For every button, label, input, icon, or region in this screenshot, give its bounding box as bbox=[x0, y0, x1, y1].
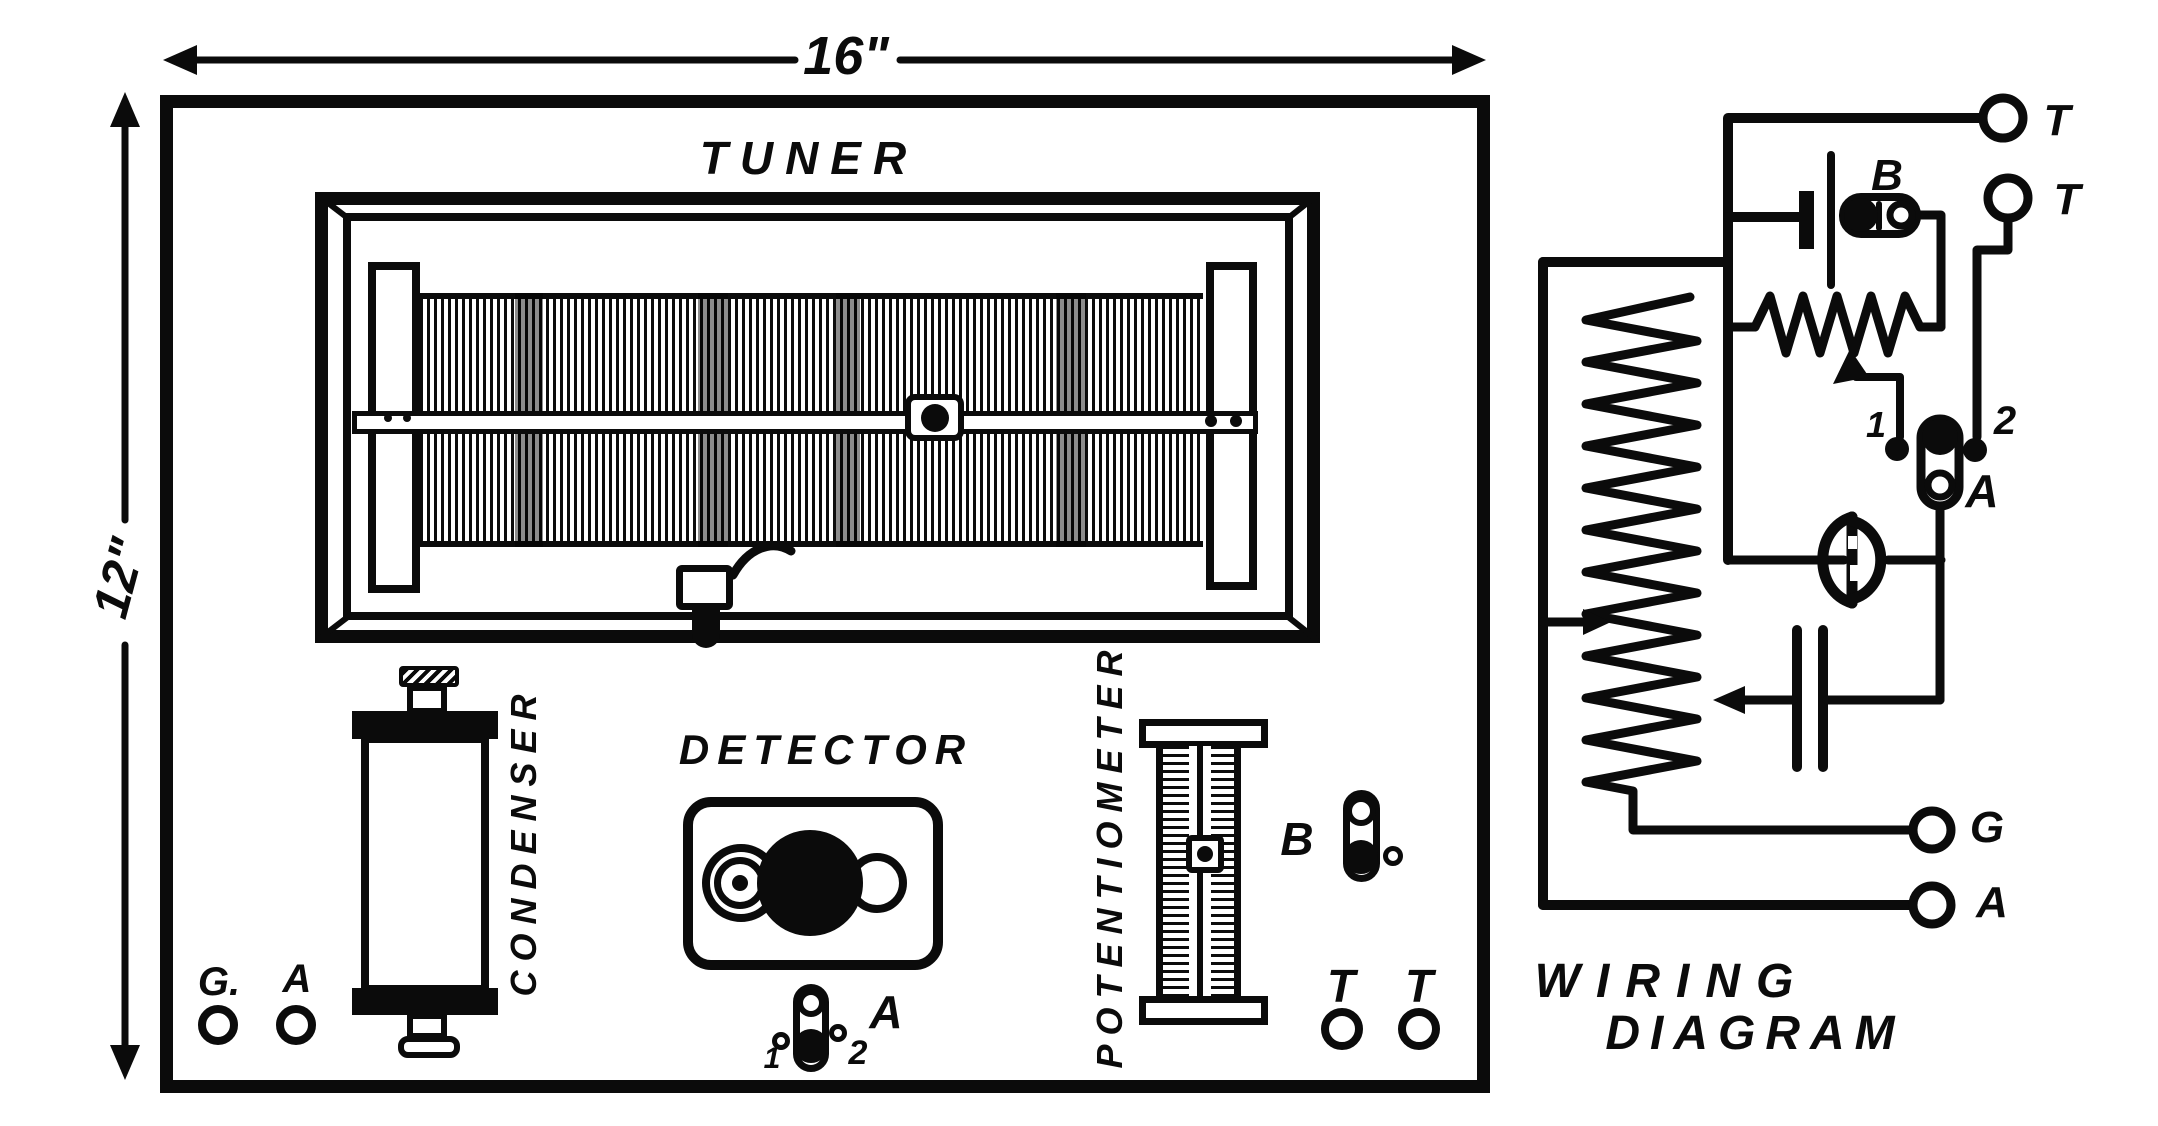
switch-b-label: B bbox=[1280, 813, 1314, 865]
potentiometer-label: POTENTIOMETER bbox=[1089, 641, 1130, 1069]
condenser-top-neck bbox=[407, 685, 447, 714]
terminal-phone-1-post bbox=[1321, 1008, 1363, 1050]
detector-adjuster-dot bbox=[732, 875, 748, 891]
terminal-antenna-label: A bbox=[282, 957, 312, 1001]
arrowhead bbox=[110, 1045, 140, 1080]
fuse-ring bbox=[1886, 200, 1916, 230]
slider-bar-rivet bbox=[384, 414, 392, 422]
fuse-ball bbox=[1844, 198, 1878, 232]
wd-terminal-t1-label: T bbox=[2043, 96, 2071, 145]
wd-terminal-t2-circle bbox=[1983, 173, 2033, 223]
wire-fuse-to-resistor bbox=[1912, 210, 1946, 332]
switch-ball bbox=[1922, 419, 1958, 455]
wire-t1-to-bus bbox=[1723, 113, 1988, 565]
detector-base-icon bbox=[683, 797, 943, 970]
slider-bar-rivet bbox=[403, 414, 411, 422]
wd-switch-label: A bbox=[1965, 465, 1999, 517]
detector-symbol-icon bbox=[1846, 515, 1887, 605]
switch-b-contact bbox=[1383, 846, 1403, 866]
contact-dot-2 bbox=[1963, 438, 1987, 462]
wd-title-line1: WIRING bbox=[1534, 955, 1810, 1008]
wd-terminal-t2-label: T bbox=[2053, 175, 2081, 224]
terminal-ground-post bbox=[198, 1005, 238, 1045]
terminal-phone-2-post bbox=[1398, 1008, 1440, 1050]
terminal-antenna-post bbox=[276, 1005, 316, 1045]
slider-bar-rivet bbox=[1205, 415, 1217, 427]
tuner-frame-inner bbox=[343, 213, 1293, 620]
fuse-pill-icon bbox=[1839, 193, 1921, 238]
tuner-connector-stem bbox=[692, 608, 720, 648]
tuner-frame-outer bbox=[315, 192, 1320, 643]
tuner-label: TUNER bbox=[699, 132, 919, 184]
switch-a-contact-1 bbox=[772, 1032, 790, 1050]
wd-terminal-a-circle bbox=[1908, 881, 1956, 929]
condenser-top-cap bbox=[352, 711, 498, 739]
wd-battery-label: B bbox=[1871, 151, 1903, 200]
wd-terminal-ground-label: G bbox=[1969, 803, 2005, 852]
switch-a-top-ring bbox=[797, 989, 825, 1017]
height-dimension-label: 12" bbox=[81, 532, 157, 624]
detector-symbol-notch bbox=[1848, 536, 1857, 549]
condenser-body-icon bbox=[361, 735, 489, 993]
switch-bottom-ring bbox=[1924, 469, 1956, 501]
wiper-arrowhead bbox=[1833, 349, 1869, 384]
arrowhead bbox=[163, 45, 197, 75]
switch-a-label: A bbox=[869, 986, 903, 1038]
potentiometer-knob-dot bbox=[1197, 846, 1213, 862]
condenser-bottom-cap bbox=[352, 988, 498, 1015]
switch-a-handle-ball bbox=[794, 1029, 828, 1063]
condenser-top-knob-icon bbox=[399, 666, 459, 687]
wd-switch-pos1-label: 1 bbox=[1865, 404, 1887, 445]
switch-a-contact-2 bbox=[829, 1024, 847, 1042]
capacitor-arrowhead bbox=[1713, 686, 1745, 714]
detector-label: DETECTOR bbox=[678, 726, 974, 773]
tuner-slider-bar bbox=[352, 411, 1258, 434]
condenser-label: CONDENSER bbox=[503, 685, 544, 997]
wd-terminal-g-circle bbox=[1908, 806, 1956, 854]
tuner-connector-block bbox=[676, 565, 733, 610]
potentiometer-top-cap bbox=[1139, 719, 1268, 748]
slider-bar-rivet bbox=[1230, 415, 1242, 427]
battery-short-plate bbox=[1799, 191, 1814, 249]
terminal-ground-label: G. bbox=[197, 960, 241, 1004]
switch-a-pos1-label: 1 bbox=[763, 1042, 781, 1075]
tuning-coil-zigzag-icon bbox=[1581, 292, 1918, 835]
detector-symbol-icon bbox=[1817, 511, 1858, 609]
tap-arrowhead bbox=[1583, 609, 1611, 635]
switch-b-handle-ball bbox=[1344, 840, 1378, 874]
detector-knob-ball bbox=[757, 830, 863, 936]
arrowhead bbox=[1452, 45, 1486, 75]
panel-outline bbox=[160, 95, 1490, 1093]
contact-dot-1 bbox=[1885, 437, 1909, 461]
terminal-phone-2-label: T bbox=[1404, 960, 1434, 1012]
width-dimension-label: 16" bbox=[803, 26, 889, 86]
switch-b-top-ring bbox=[1346, 796, 1376, 826]
slider-knob-dot bbox=[921, 404, 949, 432]
wd-terminal-antenna-label: A bbox=[1976, 878, 2008, 927]
tuner-coil-top-icon bbox=[420, 293, 1203, 413]
wd-terminal-t1-circle bbox=[1978, 93, 2028, 143]
terminal-phone-1-label: T bbox=[1326, 960, 1356, 1012]
resistor-zigzag-icon bbox=[1750, 291, 1946, 358]
arrowhead bbox=[110, 92, 140, 127]
wd-switch-pos2-label: 2 bbox=[1993, 399, 2017, 443]
tuner-coil-bottom-icon bbox=[420, 433, 1203, 547]
condenser-foot bbox=[398, 1036, 460, 1058]
potentiometer-bottom-cap bbox=[1139, 996, 1268, 1025]
switch-pill-icon bbox=[1916, 414, 1964, 511]
switch-a-pos2-label: 2 bbox=[848, 1034, 868, 1072]
wd-title-line2: DIAGRAM bbox=[1605, 1007, 1905, 1060]
detector-symbol-notch bbox=[1850, 565, 1859, 581]
